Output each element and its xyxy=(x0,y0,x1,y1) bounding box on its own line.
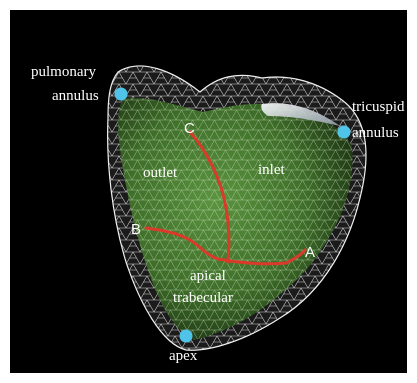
pulmonary-label-line1: pulmonary xyxy=(31,64,96,80)
tricuspid-label-line1: tricuspid xyxy=(352,99,405,115)
apical-region-label-line2: trabecular xyxy=(173,290,233,306)
point-a-label: A xyxy=(305,244,315,261)
outlet-region-label: outlet xyxy=(143,165,178,181)
point-c-label: C xyxy=(184,120,195,137)
apex-label: apex xyxy=(169,348,198,364)
tricuspid-annulus-marker xyxy=(338,126,351,139)
inlet-region-label: inlet xyxy=(258,162,285,178)
apical-region-label-line1: apical xyxy=(190,268,226,284)
pulmonary-annulus-marker xyxy=(115,88,128,101)
point-b-label: B xyxy=(131,221,141,238)
apex-marker xyxy=(180,330,193,343)
tricuspid-label-line2: annulus xyxy=(352,125,399,141)
pulmonary-label-line2: annulus xyxy=(52,88,99,104)
